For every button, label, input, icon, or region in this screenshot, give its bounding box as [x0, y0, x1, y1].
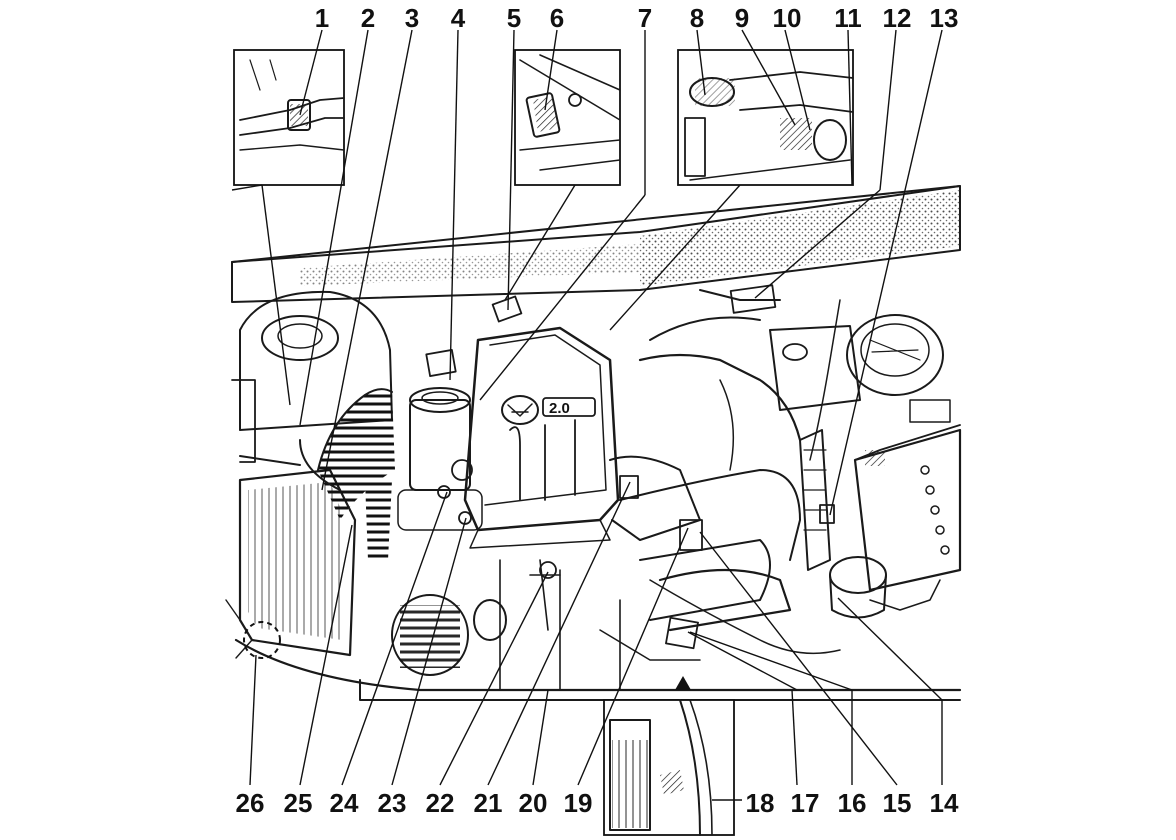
callout-9: 9: [735, 3, 749, 33]
callout-13: 13: [930, 3, 959, 33]
cowl-grille: [640, 190, 960, 286]
callout-24: 24: [330, 788, 359, 818]
callout-1: 1: [315, 3, 329, 33]
leader-lines: [231, 29, 943, 801]
callout-4: 4: [451, 3, 466, 33]
callout-8: 8: [690, 3, 704, 33]
inset-3: [677, 49, 854, 186]
inset-4: [603, 699, 735, 836]
callout-12: 12: [883, 3, 912, 33]
engine-badge: 2.0: [549, 400, 570, 417]
callout-23: 23: [378, 788, 407, 818]
callout-20: 20: [519, 788, 548, 818]
callout-7: 7: [638, 3, 652, 33]
callout-5: 5: [507, 3, 521, 33]
inset-1: [233, 49, 345, 186]
inset-arrow-icon: [675, 676, 691, 690]
intake-duct: [299, 388, 395, 560]
callout-19: 19: [564, 788, 593, 818]
engine-bay: 2.0: [225, 185, 962, 701]
coolant-reservoir: [769, 325, 861, 411]
callouts-bottom: 26 25 24 23 22 21 20 19 18 17 16 15 14: [236, 788, 959, 818]
callout-11: 11: [834, 3, 862, 33]
callout-15: 15: [883, 788, 912, 818]
ground-point-marker: [243, 621, 281, 659]
callout-22: 22: [426, 788, 455, 818]
callout-3: 3: [405, 3, 419, 33]
callout-18: 18: [746, 788, 775, 818]
callout-6: 6: [550, 3, 564, 33]
valve-cover: 2.0: [463, 326, 620, 549]
callout-16: 16: [838, 788, 867, 818]
callout-17: 17: [791, 788, 820, 818]
callouts-top: 1 2 3 4 5 6 7 8 9 10 11 12 13: [315, 3, 959, 33]
callout-25: 25: [284, 788, 313, 818]
callout-26: 26: [236, 788, 265, 818]
intake-manifold: [609, 455, 801, 632]
battery: [853, 399, 962, 592]
alternator: [391, 594, 507, 676]
callout-21: 21: [474, 788, 503, 818]
callout-2: 2: [361, 3, 375, 33]
callout-10: 10: [773, 3, 802, 33]
callout-14: 14: [930, 788, 959, 818]
inset-2: [514, 49, 621, 186]
